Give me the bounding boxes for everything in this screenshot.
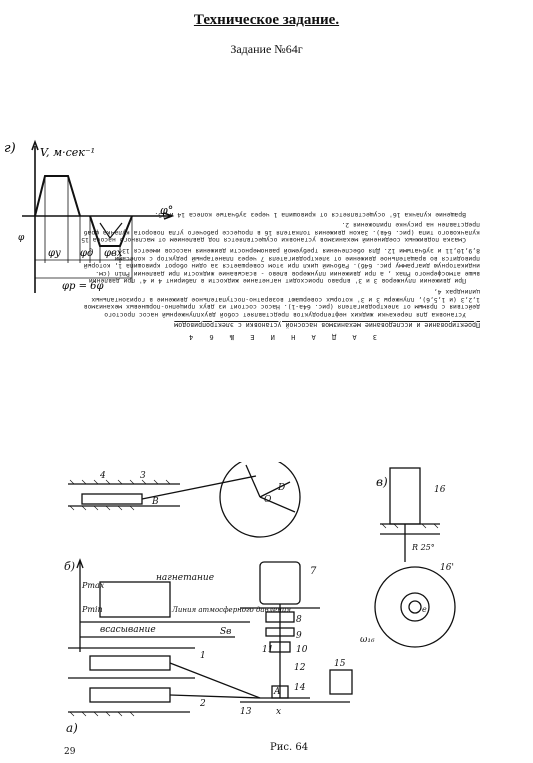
s-label: Sв (220, 627, 231, 637)
part-15: 15 (334, 659, 346, 669)
d-label: D (277, 483, 285, 493)
p-max-label: Pmax (81, 581, 105, 590)
discharge-label: нагнетание (156, 573, 214, 583)
part-16-prime: 16' (440, 563, 454, 573)
cam-wheel (374, 566, 456, 648)
page-number: 29 (64, 747, 76, 757)
crank-arm (245, 464, 261, 498)
connecting-rod-upper (141, 475, 257, 500)
a-label: A (273, 687, 281, 697)
atm-label: Линия атмосферного давления (171, 606, 291, 614)
graph-side-label: φ (18, 233, 25, 243)
graph-negative-trapezoid (89, 215, 133, 247)
part-1: 1 (200, 651, 206, 661)
scan-heading: З А Д А Н И Е № 6 4 (182, 333, 378, 341)
plunger-lower-1 (89, 655, 171, 671)
indicator-diagram (99, 581, 171, 618)
graph-phase-3: φвх (104, 248, 123, 259)
part-7: 7 (310, 566, 317, 577)
rpm-label: ω₁₆ (360, 635, 375, 645)
plunger-lower-2 (89, 687, 171, 703)
graph-y-arrow (31, 139, 39, 151)
part-16-block (329, 669, 353, 695)
graph-x-axis-label: φ° (160, 204, 173, 217)
corner-label-a: а) (66, 721, 78, 735)
e-label: e (422, 605, 427, 614)
part-12: 12 (294, 663, 306, 673)
document-subtitle: Задание №64г (230, 42, 303, 56)
part-9: 9 (296, 631, 302, 641)
suction-label: всасывание (100, 625, 156, 635)
scan-subheading: Проектирование и исследование механизмов… (174, 321, 480, 330)
part-10: 10 (296, 645, 308, 655)
graph-positive-trapezoid (34, 175, 81, 217)
graph-total-label: φр = 6φ (62, 281, 104, 292)
mechanism-figure: в) б) а) нагнетание всасывание Линия атм… (64, 462, 456, 757)
crank-circle (219, 462, 301, 538)
graph-phase-2: φд (80, 248, 93, 259)
pump-housing (389, 467, 421, 525)
plunger-upper (81, 493, 143, 505)
electric-motor (259, 561, 301, 605)
figure-caption: Рис. 64 (270, 742, 308, 753)
graph-label: г) (4, 141, 16, 156)
sub-label-b: б) (64, 560, 75, 573)
part-4: 4 (99, 471, 106, 481)
part-13: 13 (240, 707, 252, 717)
sub-label-v: в) (376, 475, 388, 489)
b-label: B (151, 497, 159, 507)
part-8: 8 (296, 615, 302, 625)
part-3: 3 (140, 471, 146, 481)
part-2: 2 (199, 699, 206, 709)
x-label: x (276, 707, 281, 717)
graph-x-arrow (163, 212, 175, 220)
graph-phase-1: φу (48, 248, 61, 259)
part-14: 14 (294, 683, 306, 693)
o-label: O (264, 495, 272, 505)
graph-y-axis-label: V, м·сек⁻¹ (40, 146, 95, 159)
r-label: R 25° (411, 543, 435, 552)
part-11: 11 (262, 645, 273, 655)
velocity-graph: г) V, м·сек⁻¹ φ° φ φу φд φвх φр = 6φ (4, 139, 175, 293)
p-min-label: Pmin (81, 605, 103, 614)
part-16: 16 (434, 485, 446, 495)
document-title: Техническое задание. (193, 12, 340, 28)
